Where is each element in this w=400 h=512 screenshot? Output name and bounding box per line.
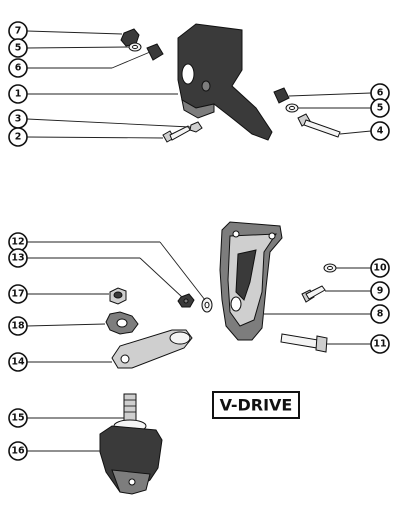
callout-4: 4 xyxy=(370,121,390,141)
svg-text:11: 11 xyxy=(373,339,386,350)
svg-text:18: 18 xyxy=(11,321,25,332)
callout-15: 15 xyxy=(8,408,28,428)
upper-leader-lines xyxy=(26,30,372,139)
bolt-part-2 xyxy=(162,125,191,143)
bushing-part-6-upper xyxy=(146,43,164,61)
callout-1: 1 xyxy=(8,84,28,104)
bracket-part-8 xyxy=(219,221,283,341)
callout-8: 8 xyxy=(370,304,390,324)
callout-17: 17 xyxy=(8,284,28,304)
svg-text:1: 1 xyxy=(15,89,22,100)
link-part-14 xyxy=(111,329,193,369)
callout-18: 18 xyxy=(8,316,28,336)
svg-text:9: 9 xyxy=(377,286,384,297)
svg-text:8: 8 xyxy=(377,309,384,320)
lower-leader-lines xyxy=(26,241,371,452)
bracket-part-1 xyxy=(177,23,273,141)
callout-6-upper: 6 xyxy=(8,58,28,78)
svg-text:6: 6 xyxy=(15,63,22,74)
callout-5-right: 5 xyxy=(370,98,390,118)
washer-part-12 xyxy=(201,297,213,313)
callout-13: 13 xyxy=(8,248,28,268)
callout-6-right: 6 xyxy=(370,83,390,103)
svg-text:12: 12 xyxy=(11,237,24,248)
v-drive-label-text: V-DRIVE xyxy=(220,396,293,415)
svg-text:4: 4 xyxy=(377,126,384,137)
svg-text:7: 7 xyxy=(15,26,22,37)
bushing-part-6-right xyxy=(273,87,290,104)
svg-text:5: 5 xyxy=(15,43,22,54)
callout-3: 3 xyxy=(8,109,28,129)
washer-part-5-upper xyxy=(128,42,142,52)
nut-part-3 xyxy=(189,121,203,133)
svg-text:5: 5 xyxy=(377,103,384,114)
callout-14: 14 xyxy=(8,352,28,372)
callout-10: 10 xyxy=(370,258,390,278)
svg-text:14: 14 xyxy=(11,357,25,368)
nut-part-13 xyxy=(177,293,195,308)
callout-16: 16 xyxy=(8,441,28,461)
bolt-part-4 xyxy=(297,113,341,138)
callout-5-upper: 5 xyxy=(8,38,28,58)
svg-text:6: 6 xyxy=(377,88,384,99)
v-drive-label: V-DRIVE xyxy=(212,391,300,419)
callout-2: 2 xyxy=(8,127,28,147)
svg-text:2: 2 xyxy=(15,132,22,143)
lower-mount-assembly xyxy=(99,221,337,495)
callout-7: 7 xyxy=(8,21,28,41)
callout-11: 11 xyxy=(370,334,390,354)
svg-text:10: 10 xyxy=(373,263,387,274)
svg-text:3: 3 xyxy=(15,114,22,125)
lockwasher-part-18 xyxy=(105,311,139,335)
upper-mount-assembly xyxy=(120,23,341,143)
nut-part-17 xyxy=(109,287,127,305)
callout-9: 9 xyxy=(370,281,390,301)
svg-text:13: 13 xyxy=(11,253,24,264)
bolt-part-9 xyxy=(301,285,326,303)
washer-part-5-right xyxy=(285,103,299,113)
svg-text:15: 15 xyxy=(11,413,24,424)
washer-part-10 xyxy=(323,263,337,273)
mount-part-16 xyxy=(99,425,163,495)
bolt-part-11 xyxy=(280,333,328,353)
svg-text:17: 17 xyxy=(11,289,24,300)
svg-text:16: 16 xyxy=(11,446,25,457)
